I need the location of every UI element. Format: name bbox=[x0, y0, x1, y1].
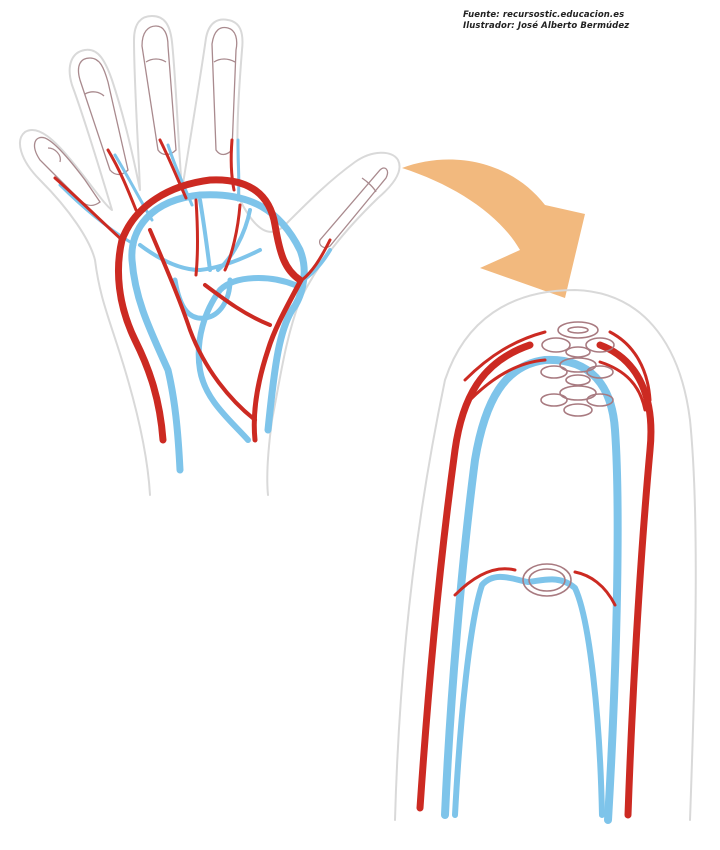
capillary-network-top bbox=[540, 321, 615, 417]
capillary-network-bottom bbox=[522, 563, 572, 597]
fingertip-detail bbox=[394, 289, 697, 824]
zoom-arrow bbox=[402, 159, 585, 298]
hand-veins bbox=[58, 138, 332, 474]
vein-inner-loop bbox=[452, 573, 605, 818]
vein-outer-loop bbox=[441, 355, 622, 824]
hand-illustration bbox=[19, 15, 401, 496]
artery-outer-right bbox=[596, 341, 655, 819]
artery-outer-left bbox=[416, 341, 534, 812]
fingertip-outline bbox=[394, 289, 697, 821]
credits: Fuente: recursostic.educacion.es Ilustra… bbox=[463, 10, 629, 32]
hand-arteries bbox=[53, 138, 332, 444]
source-credit: Fuente: recursostic.educacion.es bbox=[463, 10, 625, 20]
hand-outline bbox=[19, 15, 401, 496]
illustrator-credit: Ilustrador: José Alberto Bermúdez bbox=[463, 21, 630, 31]
finger-bones bbox=[33, 25, 389, 249]
